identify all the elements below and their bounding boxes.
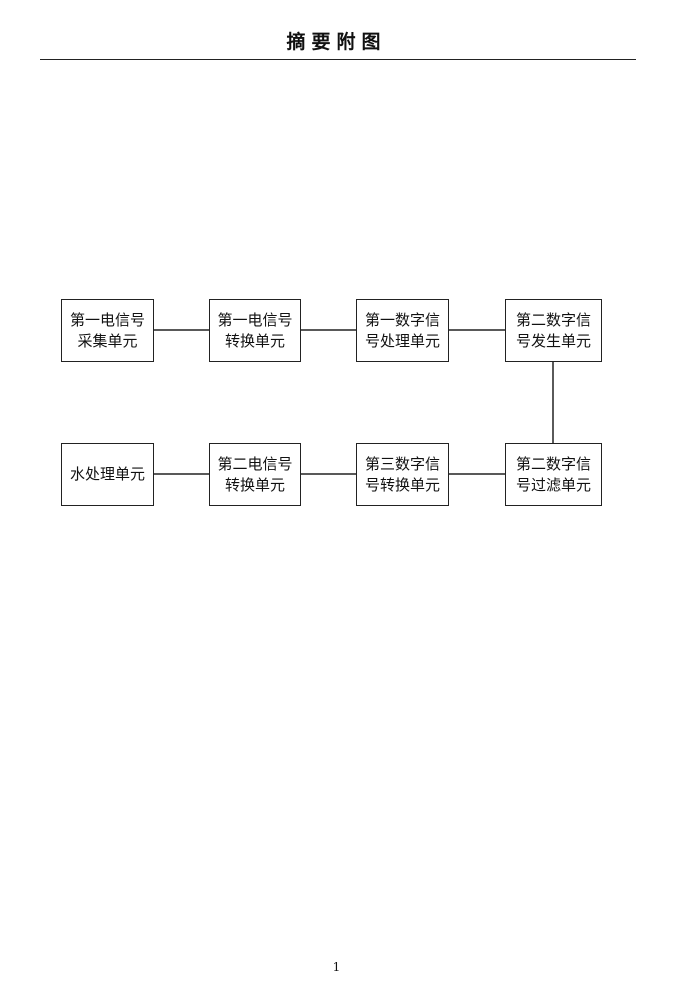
- box-label-line1: 水处理单元: [69, 465, 145, 483]
- box-second-digital-signal-generation-unit: 第二数字信 号发生单元: [505, 299, 602, 362]
- page-number: 1: [332, 960, 341, 974]
- box-label-line2: 号过滤单元: [515, 475, 591, 494]
- box-label-line2: 转换单元: [224, 331, 285, 350]
- box-label-line2: 号处理单元: [364, 331, 440, 350]
- box-water-treatment-unit: 水处理单元: [61, 443, 154, 506]
- box-label-line1: 第一电信号: [217, 310, 293, 329]
- box-label-line1: 第三数字信: [364, 454, 440, 473]
- box-label-line1: 第一数字信: [364, 310, 440, 329]
- box-label-line1: 第二电信号: [217, 454, 293, 473]
- box-label-line2: 号转换单元: [364, 475, 440, 494]
- box-third-digital-signal-conversion-unit: 第三数字信 号转换单元: [356, 443, 449, 506]
- box-first-signal-acquisition-unit: 第一电信号 采集单元: [61, 299, 154, 362]
- box-label-line2: 转换单元: [224, 475, 285, 494]
- box-label-line2: 采集单元: [77, 331, 138, 350]
- box-first-signal-conversion-unit: 第一电信号 转换单元: [209, 299, 301, 362]
- box-label-line1: 第二数字信: [515, 454, 591, 473]
- header-rule: [40, 59, 636, 60]
- box-label-line1: 第一电信号: [69, 310, 145, 329]
- box-second-signal-conversion-unit: 第二电信号 转换单元: [209, 443, 301, 506]
- box-label-line2: 号发生单元: [515, 331, 591, 350]
- box-label-line1: 第二数字信: [515, 310, 591, 329]
- page-title: 摘要附图: [286, 31, 387, 53]
- box-first-digital-signal-processing-unit: 第一数字信 号处理单元: [356, 299, 449, 362]
- box-second-digital-signal-filtering-unit: 第二数字信 号过滤单元: [505, 443, 602, 506]
